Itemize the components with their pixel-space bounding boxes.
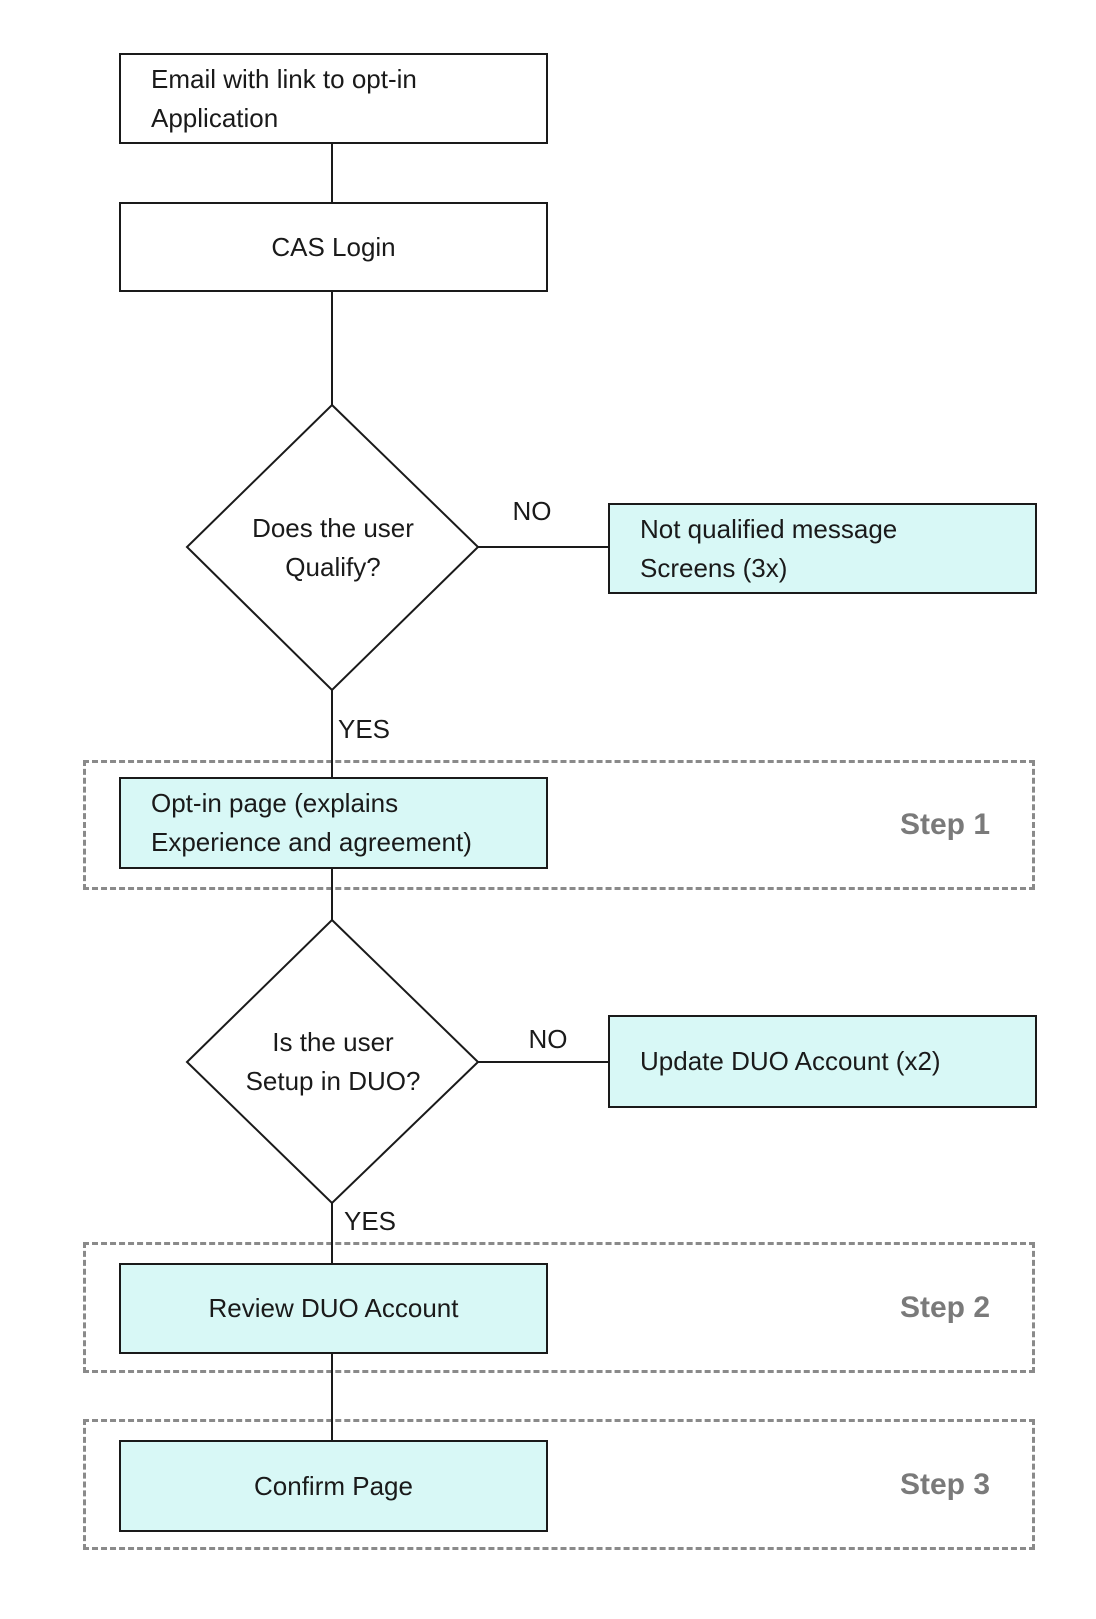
- node-review-duo: Review DUO Account: [119, 1263, 548, 1354]
- edge-label-duo-yes: YES: [344, 1206, 397, 1236]
- edge-label-qualify-no: NO: [512, 496, 552, 526]
- node-not-qualified-label: Not qualified message Screens (3x): [640, 513, 898, 583]
- node-opt-in-page-label: Opt-in page (explains Experience and agr…: [151, 788, 472, 857]
- step-2-container: Step 2: [83, 1242, 1035, 1373]
- step-3-container: Step 3: [83, 1419, 1035, 1550]
- node-email-label: Email with link to opt-in Application: [151, 63, 417, 133]
- decision-diamond-duo: [185, 918, 480, 1205]
- step-1-label: Step 1: [899, 808, 990, 841]
- node-email: Email with link to opt-in Application: [119, 53, 548, 144]
- node-confirm-page-label: Confirm Page: [254, 1470, 413, 1501]
- node-opt-in-page: Opt-in page (explains Experience and agr…: [119, 777, 548, 869]
- step-1-container: Step 1: [83, 760, 1035, 890]
- edge-label-duo-no: NO: [528, 1024, 568, 1054]
- node-confirm-page: Confirm Page: [119, 1440, 548, 1532]
- node-cas-login-label: CAS Login: [271, 231, 396, 262]
- step-3-label: Step 3: [899, 1467, 990, 1501]
- node-review-duo-label: Review DUO Account: [208, 1293, 459, 1323]
- decision-qualify-label: Does the user Qualify?: [252, 513, 414, 582]
- node-update-duo: Update DUO Account (x2): [608, 1015, 1037, 1108]
- node-update-duo-label: Update DUO Account (x2): [640, 1046, 941, 1076]
- edge-label-qualify-yes: YES: [338, 714, 391, 744]
- node-cas-login: CAS Login: [119, 202, 548, 292]
- decision-duo-label: Is the user Setup in DUO?: [245, 1027, 421, 1096]
- step-2-label: Step 2: [899, 1290, 990, 1324]
- node-not-qualified: Not qualified message Screens (3x): [608, 503, 1037, 594]
- decision-diamond-qualify: [185, 403, 480, 692]
